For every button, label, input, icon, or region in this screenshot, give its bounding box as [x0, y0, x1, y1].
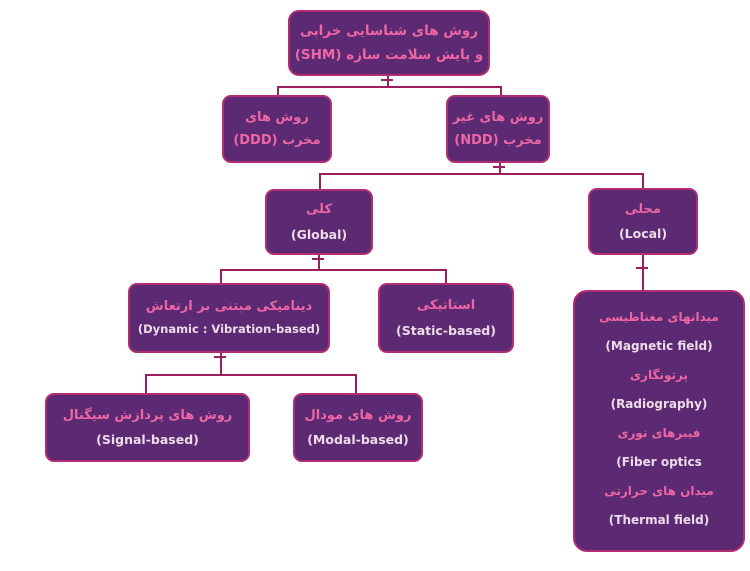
connector-global-stem — [318, 254, 320, 271]
local-method-0-en: (Magnetic field) — [605, 339, 713, 353]
connector-to-dynamic — [220, 269, 222, 284]
connector-to-ddd — [277, 86, 279, 96]
local-method-3-en: (Thermal field) — [608, 513, 710, 527]
node-ndd-line2: مخرب (NDD) — [454, 132, 542, 148]
connector-to-modal — [355, 374, 357, 394]
node-ndd-line1: روش های غیر — [452, 109, 544, 125]
node-dynamic-vibration-based: دینامیکی مبتنی بر ارتعاش (Dynamic : Vibr… — [128, 283, 330, 353]
local-method-1-en: (Radiography) — [610, 397, 708, 411]
node-modal-based: روش های مودال (Modal-based) — [293, 393, 423, 462]
connector-level5-bar — [145, 374, 357, 376]
node-global: کلی (Global) — [265, 189, 373, 255]
node-global-line2: (Global) — [290, 226, 348, 242]
connector-dynamic-tick — [214, 356, 226, 358]
connector-level3-bar — [319, 173, 644, 175]
node-root-line2: و پایش سلامت سازه (SHM) — [294, 46, 484, 63]
node-destructive-methods: روش های مخرب (DDD) — [222, 95, 332, 163]
connector-to-ndd — [500, 86, 502, 96]
node-static-line1: استاتیکی — [416, 298, 476, 314]
connector-level4-bar — [220, 269, 447, 271]
node-ddd-line2: مخرب (DDD) — [233, 132, 321, 148]
connector-to-local — [642, 173, 644, 189]
node-local-methods-list: میدانهای مغناطیسی (Magnetic field) پرتون… — [573, 290, 745, 552]
connector-ndd-stem — [499, 162, 501, 175]
node-local-line2: (Local) — [618, 226, 668, 242]
connector-to-signal — [145, 374, 147, 394]
node-global-line1: کلی — [305, 202, 333, 218]
connector-root-stem — [387, 75, 389, 87]
local-method-1-fa: پرتونگاری — [630, 368, 688, 382]
connector-dynamic-stem — [220, 352, 222, 376]
node-dynamic-line2: (Dynamic : Vibration-based) — [137, 322, 321, 337]
node-local: محلی (Local) — [588, 188, 698, 255]
local-method-0-fa: میدانهای مغناطیسی — [599, 310, 719, 324]
connector-root-tick — [381, 79, 393, 81]
node-signal-based: روش های پردازش سیگنال (Signal-based) — [45, 393, 250, 462]
connector-local-tick — [636, 267, 648, 269]
node-modal-line2: (Modal-based) — [307, 432, 409, 448]
node-modal-line1: روش های مودال — [304, 407, 412, 423]
connector-to-static — [445, 269, 447, 284]
connector-level2-bar — [277, 86, 502, 88]
node-signal-line1: روش های پردازش سیگنال — [62, 407, 233, 423]
connector-local-stem — [642, 254, 644, 291]
node-static-line2: (Static-based) — [396, 322, 496, 338]
connector-global-tick — [312, 258, 324, 260]
node-ddd-line1: روش های — [245, 109, 309, 125]
connector-to-global — [319, 173, 321, 190]
local-method-2-en: (Fiber optics — [616, 455, 702, 469]
node-dynamic-line1: دینامیکی مبتنی بر ارتعاش — [145, 298, 313, 314]
local-method-2-fa: فیبرهای نوری — [617, 426, 701, 440]
node-static-based: استاتیکی (Static-based) — [378, 283, 514, 353]
local-method-3-fa: میدان های حرارتی — [604, 484, 714, 498]
node-root-line1: روش های شناسایی خرابی — [299, 23, 479, 40]
node-signal-line2: (Signal-based) — [96, 432, 199, 448]
node-root-shm: روش های شناسایی خرابی و پایش سلامت سازه … — [288, 10, 490, 76]
connector-ndd-tick — [493, 166, 505, 168]
node-local-line1: محلی — [625, 201, 661, 217]
node-nondestructive-methods: روش های غیر مخرب (NDD) — [446, 95, 550, 163]
